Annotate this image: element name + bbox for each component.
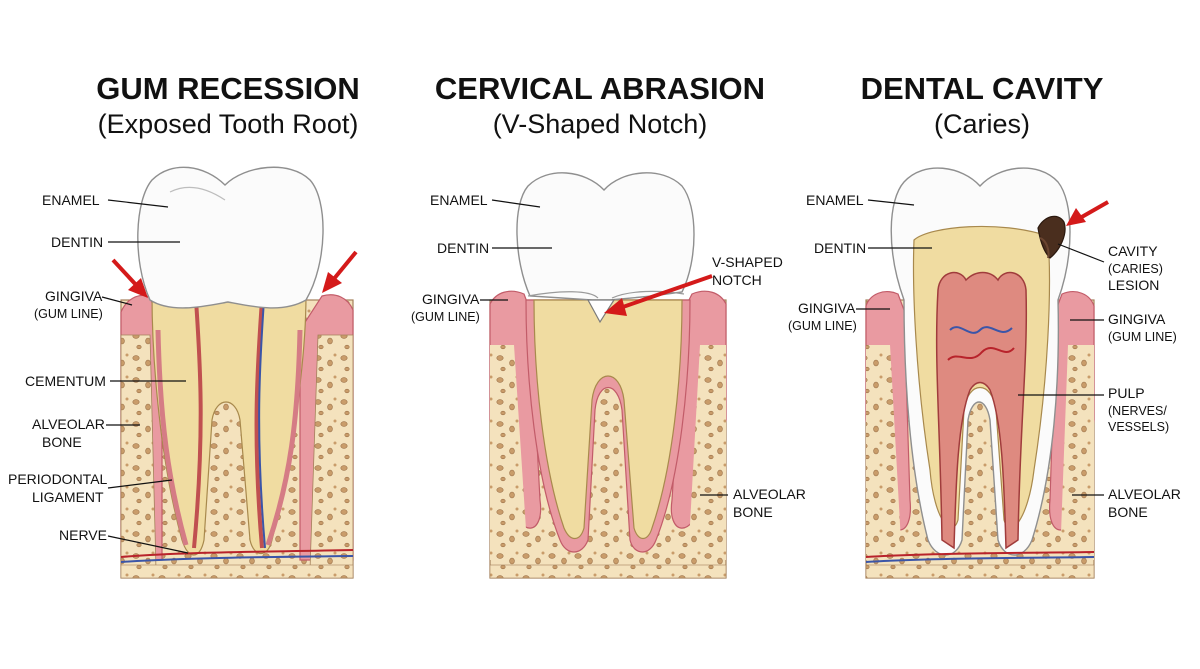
nerve-line (120, 549, 354, 558)
panel-subtitle: (V-Shaped Notch) (493, 109, 708, 139)
panel-title: CERVICAL ABRASION (435, 71, 765, 106)
label-v-shaped: V-SHAPED (712, 254, 783, 270)
crown-enamel (516, 172, 695, 301)
recession-arrow-left (111, 258, 148, 298)
label-enamel: ENAMEL (430, 192, 488, 208)
panel-cervical-abrasion: CERVICAL ABRASION (V-Shaped Notch) ENAME… (411, 71, 806, 579)
label-notch: NOTCH (712, 272, 762, 288)
label-bone: BONE (42, 434, 82, 450)
label-gum-line: (GUM LINE) (411, 310, 480, 324)
panel-gum-recession: GUM RECESSION (Exposed Tooth Root) (8, 71, 360, 579)
label-gum-line-right: (GUM LINE) (1108, 330, 1177, 344)
label-enamel: ENAMEL (42, 192, 100, 208)
panel-title: DENTAL CAVITY (861, 71, 1104, 106)
label-vessels: VESSELS) (1108, 420, 1169, 434)
root-dentin (533, 299, 683, 540)
crown-enamel (137, 166, 324, 309)
label-lesion: LESION (1108, 277, 1159, 293)
label-caries: (CARIES) (1108, 262, 1163, 276)
label-gingiva: GINGIVA (45, 288, 103, 304)
label-gingiva-right: GINGIVA (1108, 311, 1166, 327)
label-enamel: ENAMEL (806, 192, 864, 208)
label-gingiva-left: GINGIVA (798, 300, 856, 316)
panel-subtitle: (Exposed Tooth Root) (98, 109, 359, 139)
label-pulp: PULP (1108, 385, 1145, 401)
label-bone: BONE (1108, 504, 1148, 520)
label-alveolar: ALVEOLAR (733, 486, 806, 502)
label-ligament: LIGAMENT (32, 489, 104, 505)
recession-arrow-right (322, 250, 358, 293)
label-gingiva: GINGIVA (422, 291, 480, 307)
label-cementum: CEMENTUM (25, 373, 106, 389)
panel-title: GUM RECESSION (96, 71, 360, 106)
label-dentin: DENTIN (437, 240, 489, 256)
panel-dental-cavity: DENTAL CAVITY (Caries) ENAMEL DENTIN GIN (788, 71, 1181, 579)
label-dentin: DENTIN (814, 240, 866, 256)
label-periodontal: PERIODONTAL (8, 471, 108, 487)
label-alveolar: ALVEOLAR (32, 416, 105, 432)
panel-subtitle: (Caries) (934, 109, 1030, 139)
label-gum-line-left: (GUM LINE) (788, 319, 857, 333)
notch-arrow (604, 274, 713, 316)
pulp (935, 271, 1028, 550)
periodontal-ligament (155, 329, 189, 546)
label-cavity: CAVITY (1108, 243, 1158, 259)
label-nerve: NERVE (59, 527, 107, 543)
label-gum-line: (GUM LINE) (34, 307, 103, 321)
label-nerves: (NERVES/ (1108, 404, 1167, 418)
label-dentin: DENTIN (51, 234, 103, 250)
cavity-arrow (1066, 200, 1109, 226)
label-bone: BONE (733, 504, 773, 520)
label-alveolar: ALVEOLAR (1108, 486, 1181, 502)
cavity-lesion (1037, 215, 1066, 259)
